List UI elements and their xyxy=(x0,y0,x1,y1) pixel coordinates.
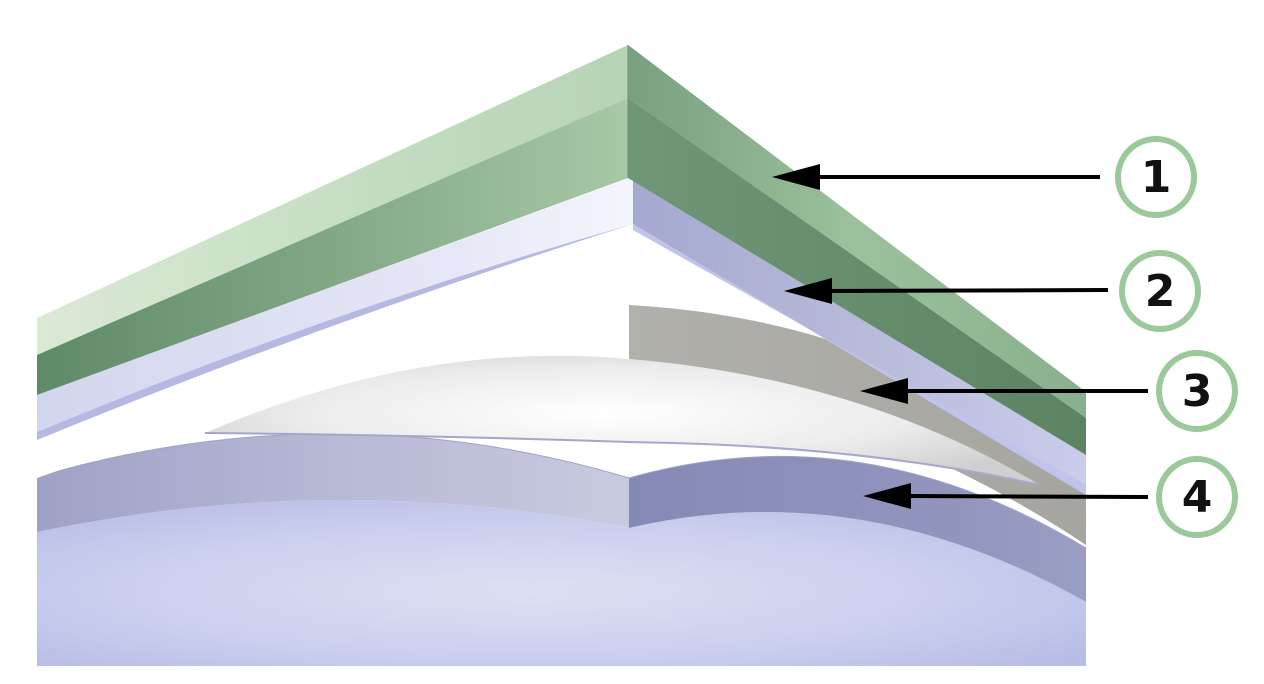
callout-3-arrowhead xyxy=(860,378,908,404)
layer-2-lavender xyxy=(37,177,1086,495)
callout-4-arrow-line xyxy=(909,494,1149,499)
callout-4-arrowhead xyxy=(863,483,911,509)
callout-1-number: 1 xyxy=(1141,152,1172,203)
callout-2-arrow-line xyxy=(829,288,1109,293)
callout-1: 1 xyxy=(772,136,1197,218)
callout-2: 2 xyxy=(784,250,1201,332)
layer-4-base xyxy=(36,433,1087,666)
callout-1-ring xyxy=(1115,136,1197,218)
callout-1-arrowhead xyxy=(772,164,820,190)
callout-2-number: 2 xyxy=(1145,266,1176,317)
callout-3: 3 xyxy=(860,350,1238,432)
callout-4-ring xyxy=(1156,456,1238,538)
callout-2-arrowhead xyxy=(784,278,832,304)
callout-4: 4 xyxy=(863,456,1238,538)
callout-3-number: 3 xyxy=(1182,366,1213,417)
layer-3-white-gray xyxy=(37,305,1086,545)
callout-4-number: 4 xyxy=(1182,472,1213,523)
callout-3-ring xyxy=(1156,350,1238,432)
layer-1-green xyxy=(37,45,1086,455)
callout-2-ring xyxy=(1119,250,1201,332)
